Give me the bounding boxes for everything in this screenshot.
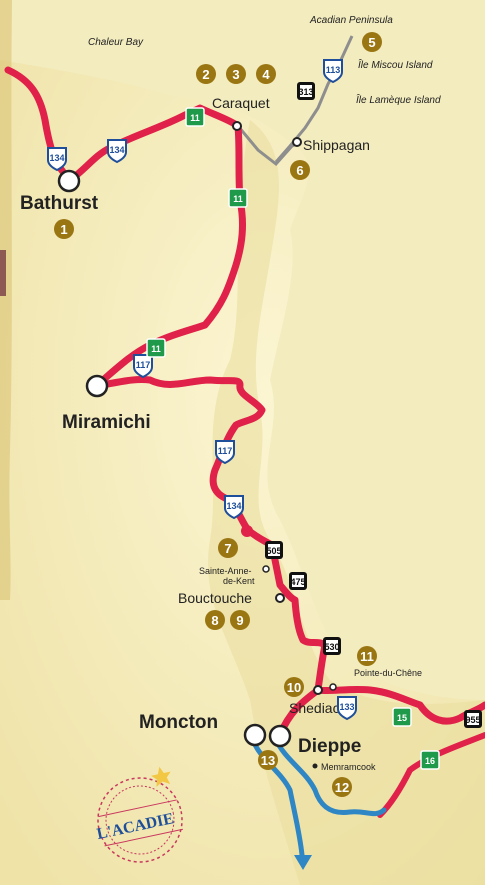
label-caraquet: Caraquet [212,95,270,111]
memramcook-dot [312,763,318,769]
svg-text:113: 113 [326,65,341,75]
left-land-edge [0,0,12,600]
svg-text:133: 133 [339,702,354,712]
pointe-du-chene-dot [329,683,337,691]
svg-text:11: 11 [360,649,374,664]
label-bouctouche: Bouctouche [178,590,252,606]
route-shield-11: 11 [228,188,248,208]
shippagan-dot [292,137,302,147]
marker-1: 1 [54,219,74,239]
svg-text:16: 16 [425,756,435,766]
svg-text:955: 955 [465,715,480,725]
route-shield-15: 15 [392,707,412,727]
marker-9: 9 [230,610,250,630]
route-shield-313: 313 [297,82,315,100]
svg-text:134: 134 [109,145,124,155]
route-shield-134: 134 [47,147,67,172]
svg-text:505: 505 [266,546,281,556]
marker-2: 2 [196,64,216,84]
svg-text:13: 13 [261,753,275,768]
svg-text:117: 117 [136,360,151,370]
svg-text:4: 4 [262,67,270,82]
svg-text:11: 11 [233,194,243,204]
svg-text:11: 11 [190,113,200,123]
route-shield-11: 11 [185,107,205,127]
marker-10: 10 [284,677,304,697]
label-sainte-anne-line2: de-Kent [223,576,255,586]
moncton-city-marker [243,723,267,747]
svg-text:530: 530 [324,642,339,652]
river-branch [272,735,387,817]
marker-12: 12 [332,777,352,797]
route-shield-133: 133 [337,696,357,721]
route-shield-955: 955 [464,710,482,728]
land-shade [208,120,485,885]
marker-3: 3 [226,64,246,84]
label-pointe-du-chene: Pointe-du-Chêne [354,668,422,678]
svg-text:134: 134 [49,153,64,163]
svg-text:117: 117 [218,446,233,456]
bathurst-city-marker [57,169,81,193]
sainte-anne-dot [262,565,270,573]
label-dieppe: Dieppe [298,736,361,757]
svg-text:313: 313 [298,87,313,97]
svg-text:3: 3 [232,67,239,82]
route-shield-113: 113 [323,59,343,84]
marker-4: 4 [256,64,276,84]
svg-text:10: 10 [287,680,301,695]
marker-11: 11 [357,646,377,666]
caraquet-dot [232,121,242,131]
label-shediac: Shediac [289,700,340,716]
route-shield-117: 117 [133,354,153,379]
route-shield-117: 117 [215,440,235,465]
label-shippagan: Shippagan [303,137,370,153]
svg-text:134: 134 [226,501,241,511]
marker-8: 8 [205,610,225,630]
svg-text:12: 12 [335,780,349,795]
miramichi-city-marker [85,374,109,398]
route-shield-530: 530 [323,637,341,655]
svg-text:6: 6 [296,163,303,178]
label-miscou: Île Miscou Island [358,58,433,71]
marker-6: 6 [290,160,310,180]
svg-text:2: 2 [202,67,209,82]
bouctouche-dot [275,593,285,603]
label-sainte-anne-line1: Sainte-Anne- [199,566,252,576]
river-arrow-icon [294,855,312,870]
page-edge-tab [0,250,6,296]
dieppe-city-marker [268,724,292,748]
label-memramcook: Memramcook [321,762,376,772]
label-chaleur-bay: Chaleur Bay [88,37,144,48]
svg-text:9: 9 [236,613,243,628]
svg-text:1: 1 [60,222,67,237]
route-shield-475: 475 [289,572,307,590]
route-shield-11: 11 [146,338,166,358]
svg-text:475: 475 [290,577,305,587]
label-moncton: Moncton [139,712,218,733]
route-shield-134: 134 [224,495,244,520]
route-shield-505: 505 [265,541,283,559]
label-lameque: Île Lamèque Island [356,93,441,106]
svg-text:15: 15 [397,713,407,723]
marker-7: 7 [218,538,238,558]
svg-text:5: 5 [368,35,375,50]
marker-13: 13 [258,750,278,770]
marker-5: 5 [362,32,382,52]
svg-text:11: 11 [151,344,161,354]
route-memramcook [377,732,485,818]
svg-text:8: 8 [211,613,218,628]
label-acadian-peninsula: Acadian Peninsula [309,15,393,26]
svg-text:7: 7 [224,541,231,556]
shediac-dot [313,685,323,695]
label-bathurst: Bathurst [20,193,99,214]
label-miramichi: Miramichi [62,412,151,433]
route-shield-16: 16 [420,750,440,770]
route-shield-134: 134 [107,139,127,164]
route-junction-dot [241,525,253,537]
